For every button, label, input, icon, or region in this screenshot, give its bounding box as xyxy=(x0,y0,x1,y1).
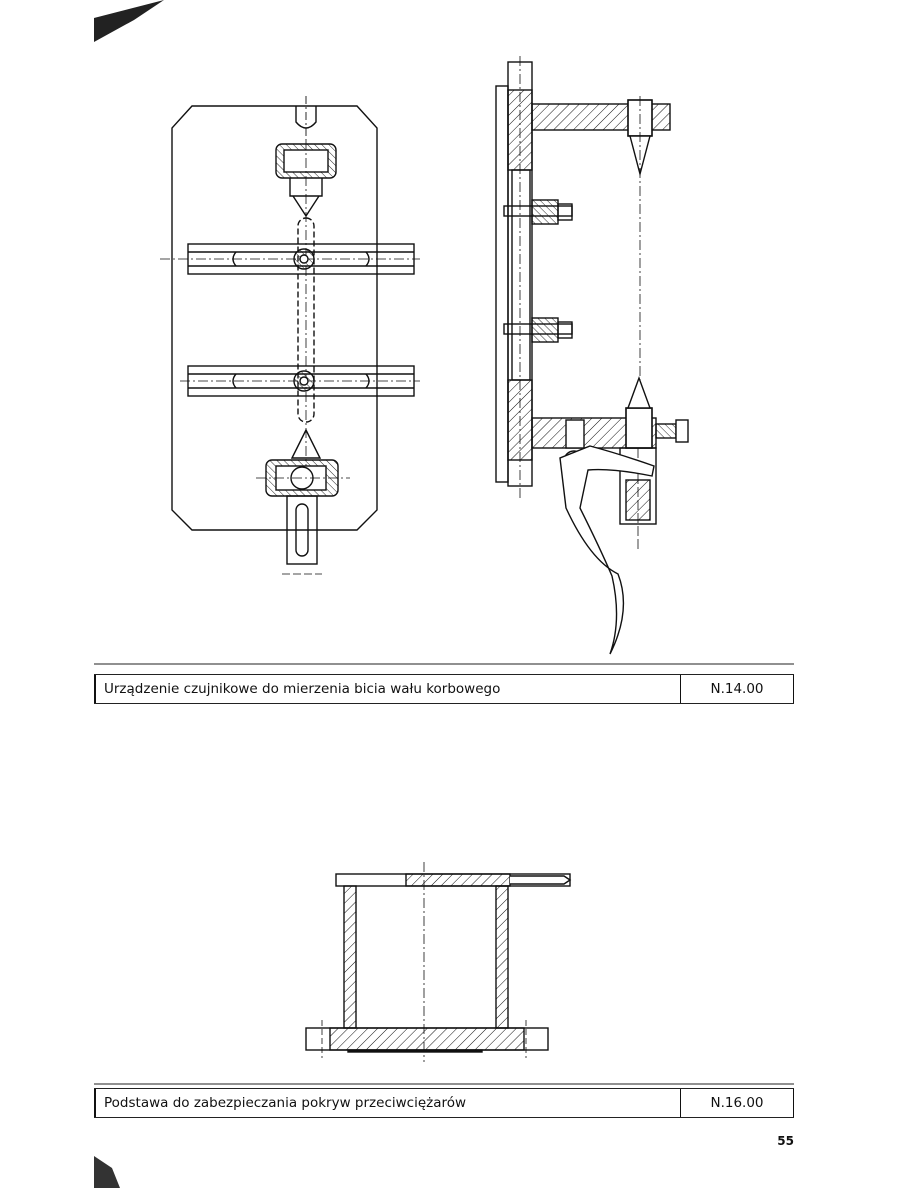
figure-caption-title: Podstawa do zabezpieczania pokryw przeci… xyxy=(94,1089,680,1117)
scan-artifact-bottom xyxy=(94,1156,120,1188)
side-view xyxy=(495,56,689,655)
page-number: 55 xyxy=(777,1134,794,1148)
figure-code: N.16.00 xyxy=(680,1089,794,1117)
base-drawing xyxy=(305,862,572,1062)
caption-block-1: Urządzenie czujnikowe do mierzenia bicia… xyxy=(94,674,794,704)
caption-block-2: Podstawa do zabezpieczania pokryw przeci… xyxy=(94,1088,794,1118)
figure-code: N.14.00 xyxy=(680,675,794,703)
scan-artifact-top xyxy=(94,0,164,42)
front-view xyxy=(160,96,420,575)
figure-caption-title: Urządzenie czujnikowe do mierzenia bicia… xyxy=(94,675,680,703)
